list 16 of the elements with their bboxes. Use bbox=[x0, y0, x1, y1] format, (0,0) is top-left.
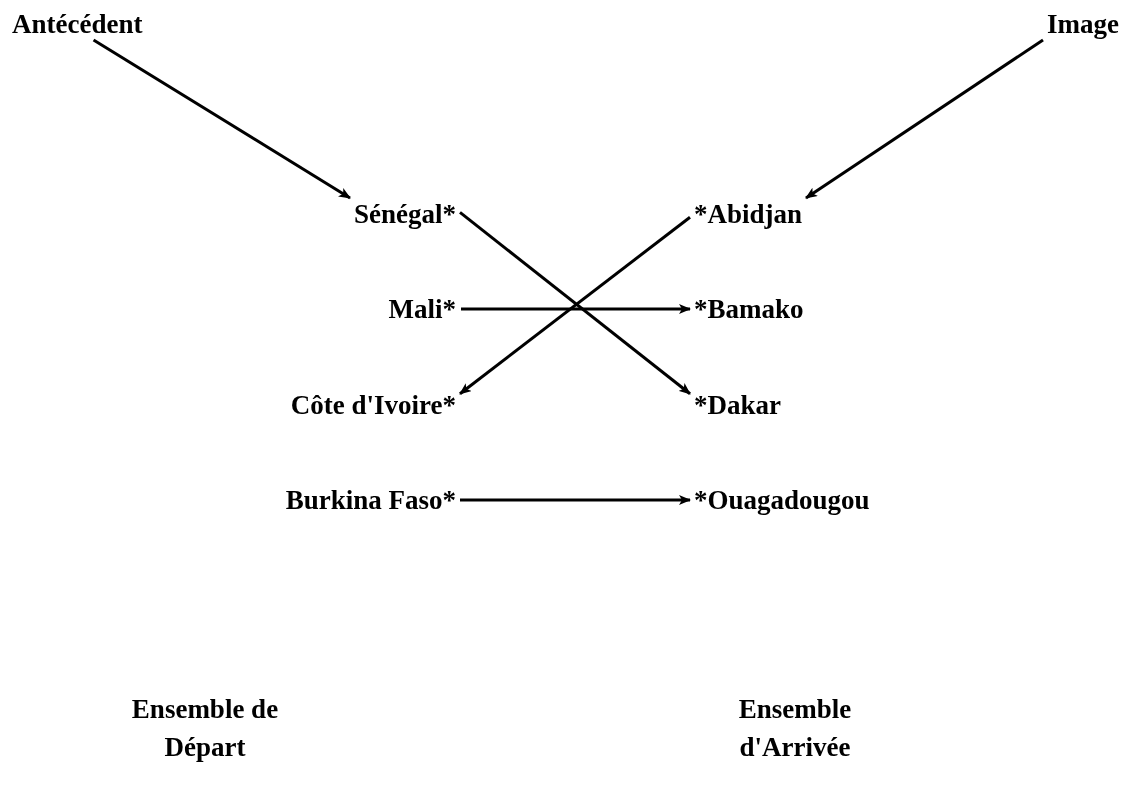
arrow bbox=[805, 38, 1044, 200]
node-label: Antécédent bbox=[8, 8, 147, 40]
arrow bbox=[461, 304, 691, 314]
node-label: Image bbox=[1043, 8, 1123, 40]
node-label: *Dakar bbox=[690, 389, 785, 421]
node-label: Côte d'Ivoire* bbox=[286, 389, 460, 421]
arrow bbox=[460, 495, 691, 505]
node-label: Sénégal* bbox=[350, 198, 460, 230]
node-label: Mali* bbox=[384, 293, 460, 325]
node-label: *Ouagadougou bbox=[690, 484, 874, 516]
node-label: *Abidjan bbox=[690, 198, 807, 230]
node-label: *Bamako bbox=[690, 293, 808, 325]
node-label: Burkina Faso* bbox=[281, 484, 460, 516]
set-caption: Ensemble d'Arrivée bbox=[737, 693, 853, 764]
arrow bbox=[92, 38, 351, 200]
set-caption: Ensemble de Départ bbox=[130, 693, 280, 764]
